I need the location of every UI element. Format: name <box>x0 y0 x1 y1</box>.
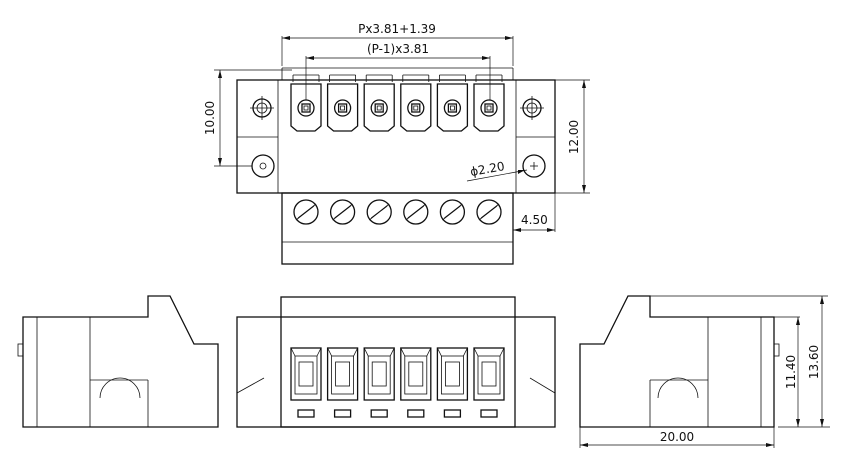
terminal-screw-2 <box>329 199 356 225</box>
dim-hole-diameter-label: ϕ2.20 <box>469 159 506 179</box>
dim-height-right-label: 12.00 <box>567 120 581 154</box>
dim-overall-width: Px3.81+1.39 <box>281 22 514 66</box>
dim-overall-width-label: Px3.81+1.39 <box>358 22 436 36</box>
release-slot-4 <box>407 409 425 418</box>
wire-entry-6 <box>473 347 505 401</box>
dim-pitch-span: (P-1)x3.81 <box>305 42 491 100</box>
release-slot-3 <box>370 409 388 418</box>
mount-screw-right <box>520 96 544 120</box>
mount-hole-left <box>251 154 275 178</box>
terminal-screw-4 <box>403 199 429 225</box>
wire-entry-1 <box>290 347 322 401</box>
dim-edge-offset: 4.50 <box>513 193 556 232</box>
dim-height-left-label: 10.00 <box>203 101 217 135</box>
dim-side-height-inner: 11.40 <box>774 316 830 428</box>
top-view-terminal-screws <box>293 199 502 225</box>
mount-hole-left-center <box>259 162 267 170</box>
terminal-screw-6 <box>476 199 502 225</box>
top-view-pins <box>290 74 505 132</box>
terminal-screw-1 <box>293 199 319 225</box>
terminal-screw-3 <box>366 199 392 225</box>
release-slot-6 <box>480 409 498 418</box>
top-view-flange <box>236 79 556 194</box>
dim-side-depth: 20.00 <box>579 427 775 448</box>
wire-entry-2 <box>326 347 359 401</box>
dim-side-height-outer: 13.60 <box>650 295 828 427</box>
mount-hole-right <box>522 154 546 178</box>
top-pin-4 <box>400 74 432 132</box>
top-view-lower-body <box>281 192 514 265</box>
front-view-wire-entries <box>290 347 505 401</box>
wire-entry-5 <box>436 347 469 401</box>
release-slot-2 <box>333 409 352 418</box>
dim-side-depth-label: 20.00 <box>660 430 694 444</box>
front-view <box>236 296 556 428</box>
dim-hole-diameter: ϕ2.20 <box>466 159 528 182</box>
top-pin-1 <box>290 74 322 132</box>
top-pin-6 <box>473 74 505 132</box>
dim-edge-offset-label: 4.50 <box>521 213 548 227</box>
wire-entry-4 <box>400 347 432 401</box>
top-pin-3 <box>363 74 395 132</box>
dim-pitch-span-label: (P-1)x3.81 <box>367 42 429 56</box>
dim-height-right: 12.00 <box>555 79 590 194</box>
front-view-release-slots <box>297 409 498 418</box>
dim-side-height-inner-label: 11.40 <box>784 355 798 389</box>
left-side-view <box>17 295 219 428</box>
release-slot-5 <box>443 409 462 418</box>
wire-entry-3 <box>363 347 395 401</box>
right-side-view <box>579 295 780 428</box>
terminal-screw-5 <box>439 199 466 225</box>
top-pin-2 <box>326 74 359 132</box>
dim-side-height-outer-label: 13.60 <box>807 345 821 379</box>
dim-height-left: 10.00 <box>203 69 292 167</box>
mount-screw-left <box>250 96 274 120</box>
top-pin-5 <box>436 74 469 132</box>
top-view <box>236 67 556 265</box>
release-slot-1 <box>297 409 315 418</box>
